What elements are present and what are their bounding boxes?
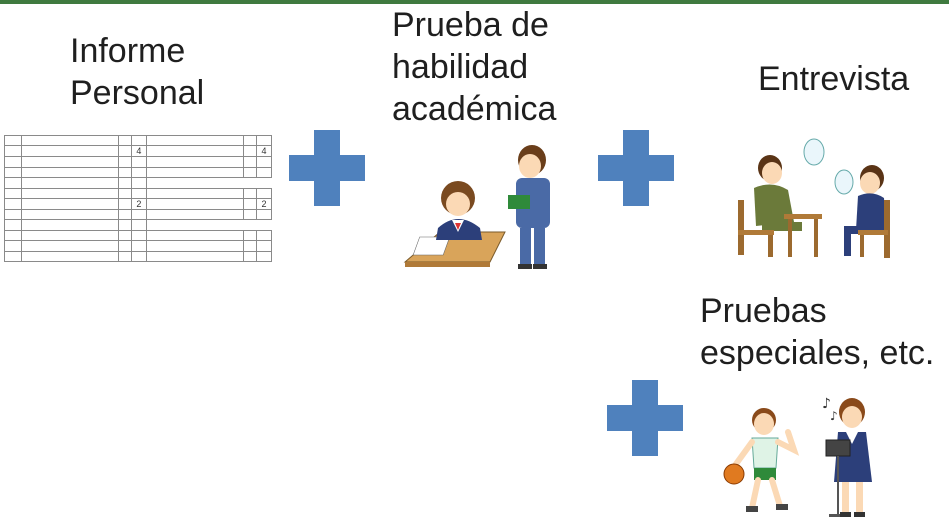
title-pruebas-especiales: Pruebas especiales, etc. xyxy=(700,292,935,372)
plus-icon xyxy=(598,130,674,206)
student-exam-illustration xyxy=(403,145,550,269)
svg-text:♪: ♪ xyxy=(822,396,831,412)
svg-text:♪: ♪ xyxy=(830,409,838,423)
special-tests-illustration: ♪ ♪ xyxy=(723,396,872,517)
interview-illustration xyxy=(738,138,890,258)
title-entrevista: Entrevista xyxy=(758,60,910,98)
top-accent-bar xyxy=(0,0,949,4)
plus-icon xyxy=(289,130,365,206)
title-informe-personal: Informe Personal xyxy=(70,32,205,112)
plus-icon xyxy=(607,380,683,456)
title-prueba-habilidad: Prueba de habilidad académica xyxy=(392,6,557,128)
